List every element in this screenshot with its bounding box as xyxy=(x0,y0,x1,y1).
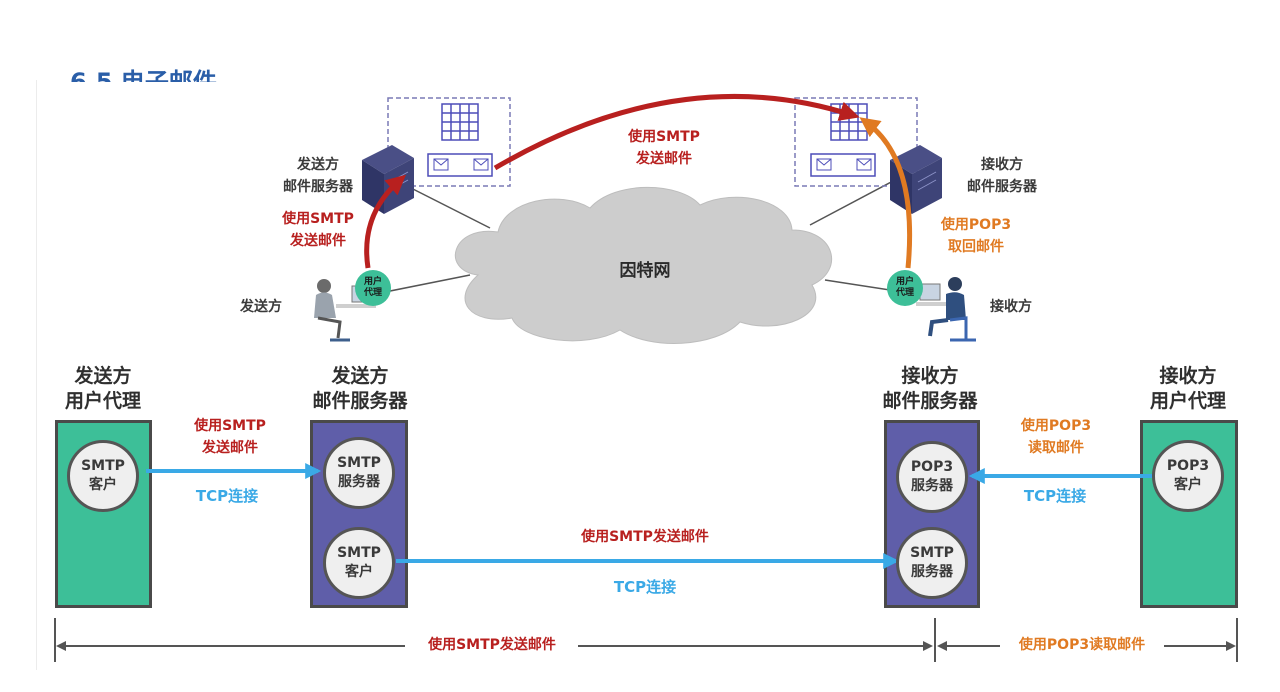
receiver-server-icon xyxy=(890,145,942,214)
pop3-client: POP3 客户 xyxy=(1152,440,1224,512)
left-tcp-label: TCP连接 xyxy=(195,487,259,505)
smtp-upload-arrow xyxy=(364,174,407,269)
middle-smtp-label: 使用SMTP发送邮件 xyxy=(581,529,709,545)
network-links xyxy=(379,179,896,294)
receiver-server-label: 接收方 邮件服务器 xyxy=(967,157,1037,195)
smtp-send-left-label: 使用SMTP 发送邮件 xyxy=(282,211,354,249)
right-pop3-label: 使用POP3 读取邮件 xyxy=(1020,418,1092,456)
pop3-fetch-label: 使用POP3 取回邮件 xyxy=(940,217,1012,255)
smtp-send-top-label: 使用SMTP 发送邮件 xyxy=(628,129,700,167)
sender-server-label: 发送方 邮件服务器 xyxy=(283,157,353,195)
smtp-server-1: SMTP 服务器 xyxy=(323,437,395,509)
internet-cloud xyxy=(454,186,832,344)
sender-server-title: 发送方 邮件服务器 xyxy=(312,365,408,412)
sender-user-agent-badge: 用户 代理 xyxy=(355,270,391,306)
network-diagram xyxy=(314,93,976,344)
internet-label: 因特网 xyxy=(619,261,671,281)
sender-ua-title: 发送方 用户代理 xyxy=(64,365,141,412)
span-left-label: 使用SMTP发送邮件 xyxy=(428,637,556,653)
sender-mail-queue-icon xyxy=(427,153,493,177)
receiver-ua-title: 接收方 用户代理 xyxy=(1149,365,1226,412)
smtp-top-arrow xyxy=(493,93,860,171)
left-divider xyxy=(36,80,37,670)
middle-tcp-label: TCP连接 xyxy=(613,578,677,596)
receiver-server-title: 接收方 邮件服务器 xyxy=(882,365,978,412)
page-title: 6.5 电子邮件 xyxy=(70,68,217,82)
pop3-server: POP3 服务器 xyxy=(896,441,968,513)
left-smtp-label: 使用SMTP 发送邮件 xyxy=(194,418,266,456)
bottom-arrows xyxy=(54,463,1238,662)
receiver-user-agent-badge: 用户 代理 xyxy=(887,270,923,306)
span-right-label: 使用POP3读取邮件 xyxy=(1018,637,1146,653)
sender-mailbox-frame xyxy=(387,97,511,187)
receiver-label: 接收方 xyxy=(990,299,1032,315)
pop3-fetch-arrow xyxy=(859,117,913,269)
sender-server-icon xyxy=(362,145,414,214)
receiver-mail-queue-icon xyxy=(810,153,876,177)
right-tcp-label: TCP连接 xyxy=(1023,487,1087,505)
receiver-person-icon xyxy=(916,277,976,342)
sender-label: 发送方 xyxy=(240,299,282,315)
smtp-client-1: SMTP 客户 xyxy=(67,440,139,512)
smtp-server-2: SMTP 服务器 xyxy=(896,527,968,599)
receiver-mailbox-frame xyxy=(794,97,918,187)
sender-mailbox-grid-icon xyxy=(441,103,479,141)
smtp-client-2: SMTP 客户 xyxy=(323,527,395,599)
